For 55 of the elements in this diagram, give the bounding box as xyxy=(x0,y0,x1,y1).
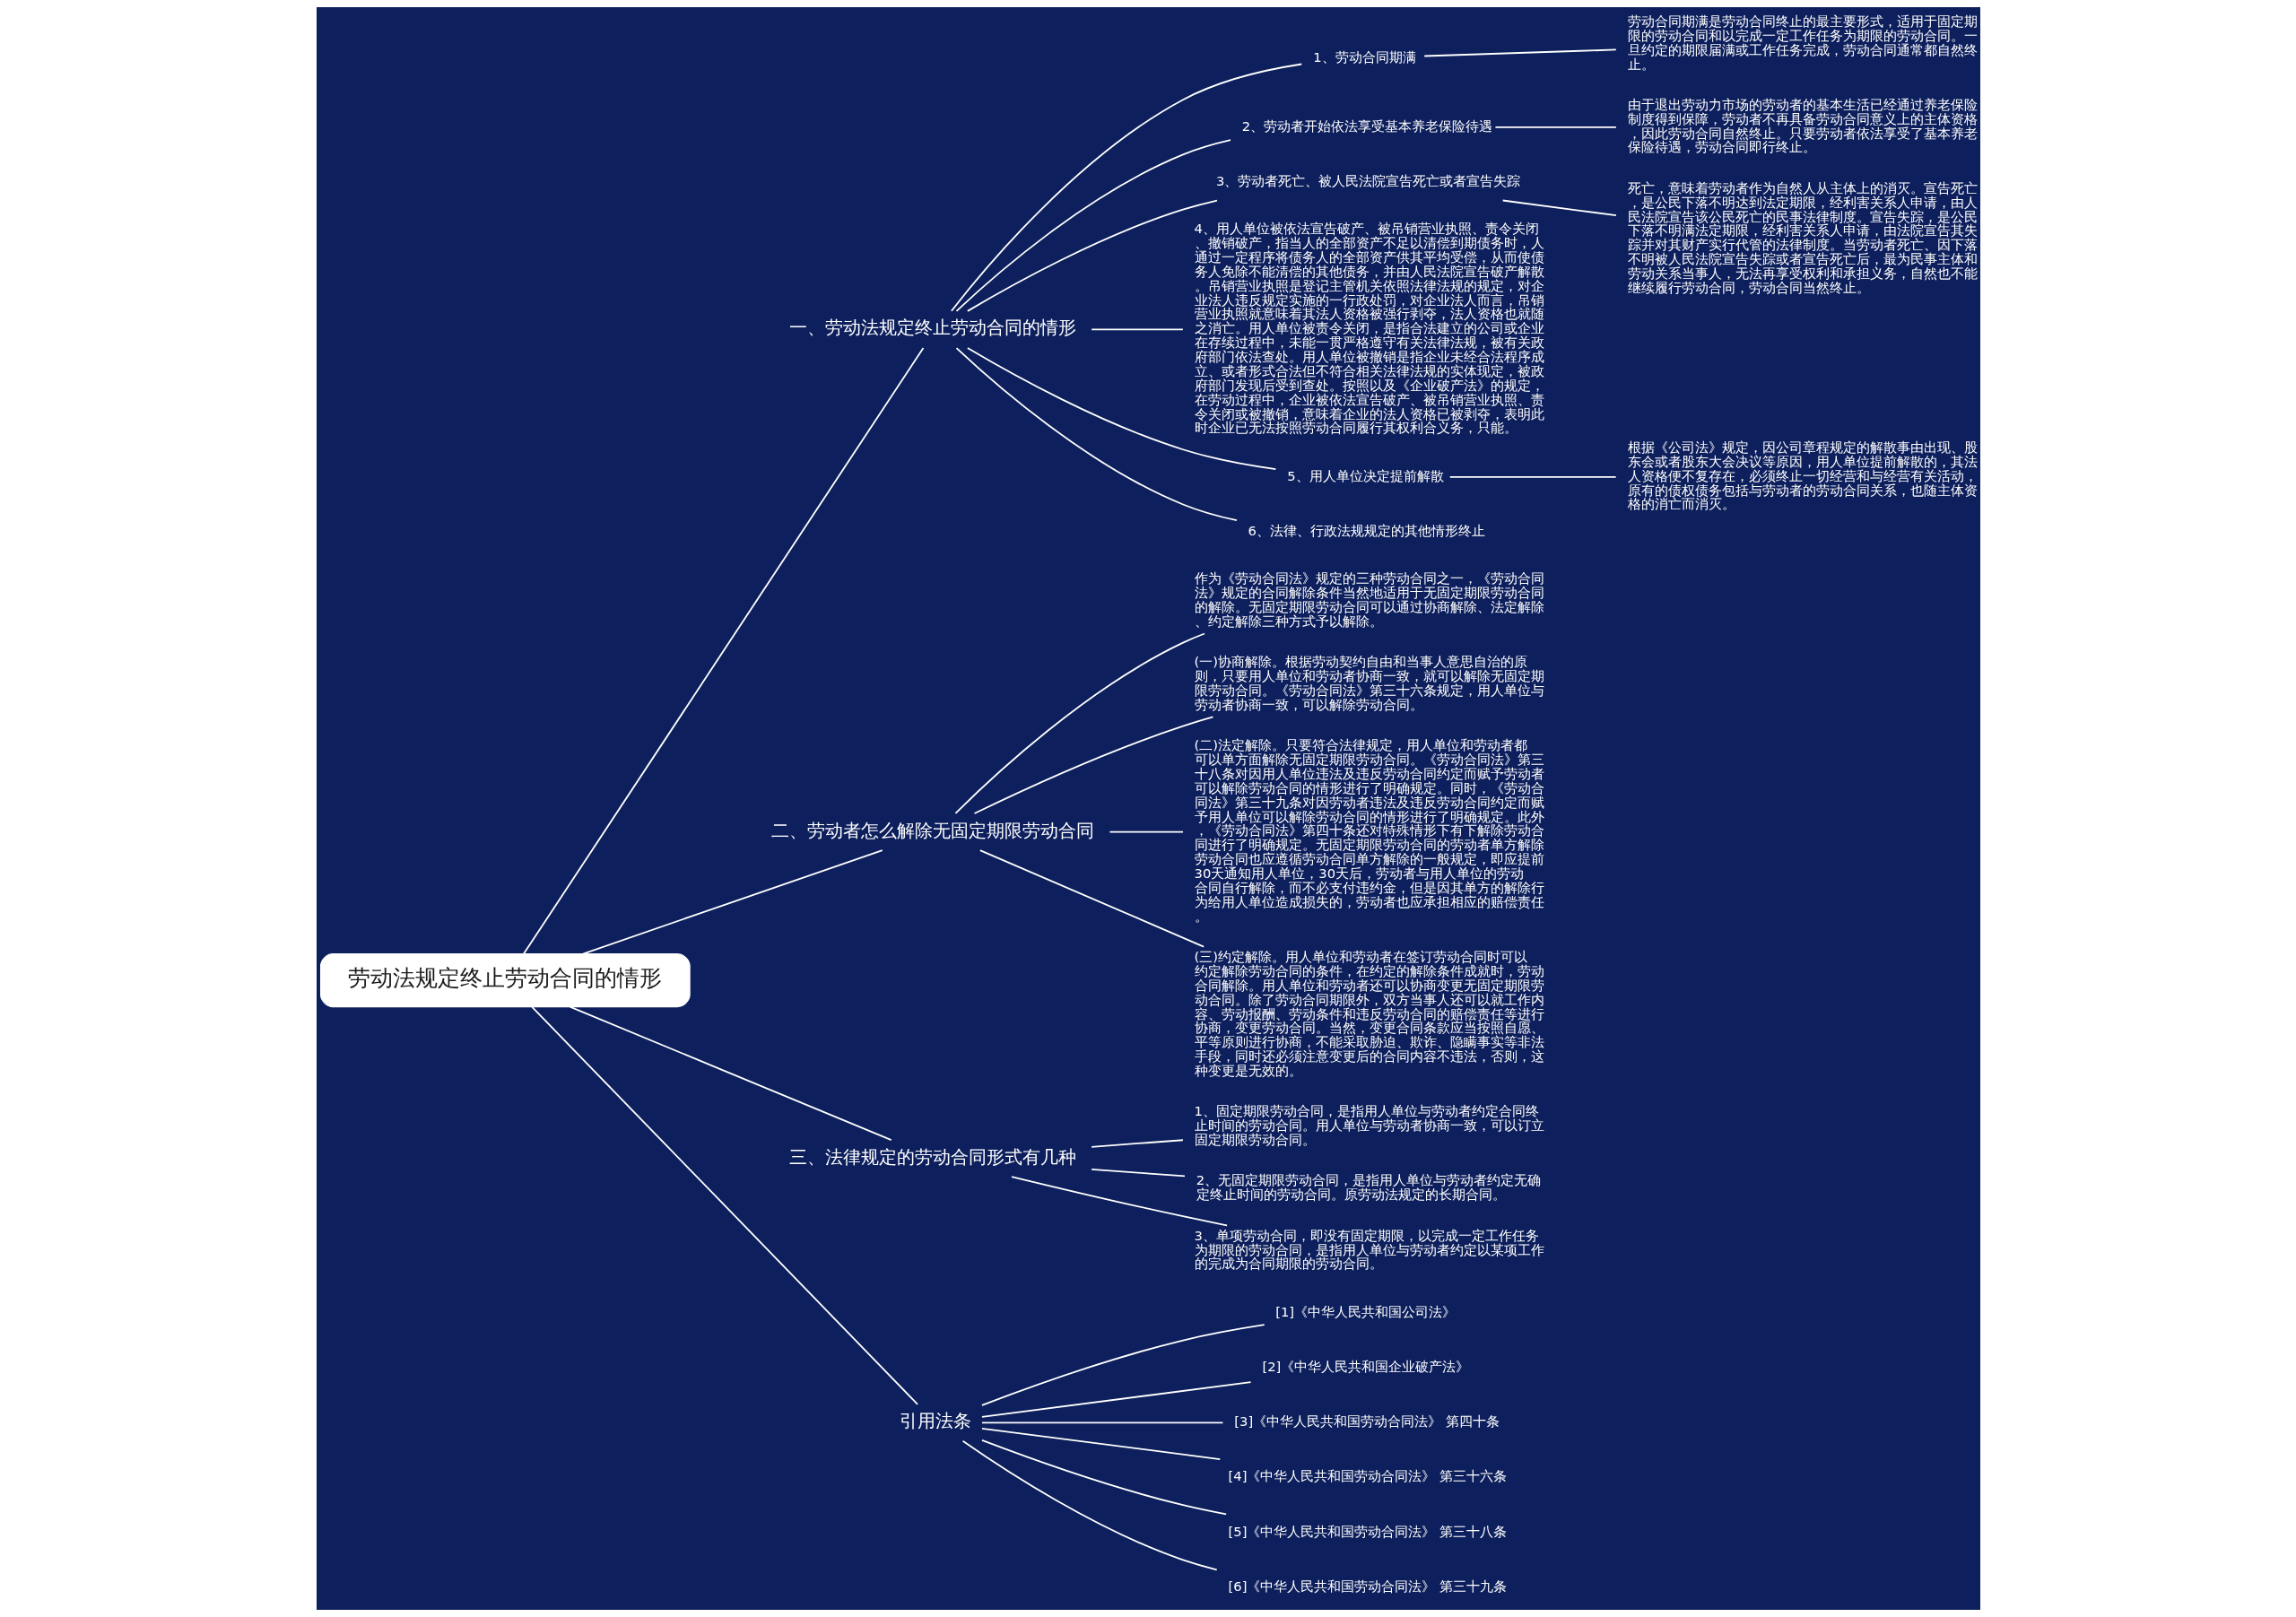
connector xyxy=(581,849,883,955)
node-text: 4、用人单位被依法宣告破产、被吊销营业执照、责令关闭、撤销破产，指当人的全部资产不足以清偿到期债务时，人通过一定程序将债务人的全部资产供其平均受偿，从而使债务人免除不能清偿的其他债务，并由人民法院宣告破产解散。吊销营业执照是登记主管机关依照法律法规的规定，对企业法人违反规定实施的一行政处罚，对企业法人而言，吊销营业执照就意味着其法人资格被强行剥夺，法人资格也就随之消亡。用人单位被责令关闭，是指合法建立的公司或企业在存续过程中，未能一贯严格遵守有关法律法规，被有关政府部门依法查处。用人单位被撤销是指企业未经合法程序成立、或者形式合法但不符合相关法律法规的实体现定，被政府部门发现后受到查处。按照以及《企业破产法》的规定，在劳动过程中，企业被依法宣告破产、被吊销营业执照、责令关闭或被撤销，意味着企业的法人资格已被剥夺，表明此时企业已无法按照劳动合同履行其权利合义务，只能。 xyxy=(1194,221,1544,436)
connector xyxy=(950,63,1302,312)
connector xyxy=(955,347,1238,522)
node-text: 3、单项劳动合同，即没有固定期限，以完成一定工作任务为期限的劳动合同，是指用人单位与劳动者约定以某项工作的完成为合同期限的劳动合同。 xyxy=(1194,1227,1544,1272)
node-text: [2]《中华人民共和国企业破产法》 xyxy=(1261,1358,1469,1374)
connector xyxy=(980,1439,1227,1516)
connector xyxy=(569,1005,892,1142)
connector xyxy=(978,849,1205,948)
node-text: 2、无固定期限劳动合同，是指用人单位与劳动者约定无确定终止时间的劳动合同。原劳动法规定的长期合同。 xyxy=(1196,1172,1541,1203)
connector xyxy=(980,1324,1265,1406)
connector xyxy=(1494,126,1617,128)
node-text: (二)法定解除。只要符合法律规定，用人单位和劳动者都可以单方面解除无固定期限劳动合同。《劳动合同法》第三十八条对因用人单位违法及违反劳动合同约定而赋予劳动者可以解除劳动合同的情形进行了明确规定。同时，《劳动合同法》第三十九条对因劳动者违法及违反劳动合同约定而赋予用人单位可以解除劳动合同的情形进行了明确规定。此外，《劳动合同法》第四十条还对特殊情形下有下解除劳动合同进行了明确规定。无固定期限劳动合同的劳动者单方解除劳动合同也应遵循劳动合同单方解除的一般规定，即应提前30天通知用人单位，30天后，劳动者与用人单位的劳动合同自行解除，而不必支付违约金，但是因其单方的解除行为给用人单位造成损失的，劳动者也应承担相应的赔偿责任。 xyxy=(1194,737,1544,924)
node-text: 三、法律规定的劳动合同形式有几种 xyxy=(788,1145,1076,1168)
connector xyxy=(954,632,1205,814)
node-text: 6、法律、行政法规规定的其他情形终止 xyxy=(1248,522,1485,538)
connector xyxy=(980,1427,1221,1460)
node-text: 死亡，意味着劳动者作为自然人从主体上的消灭。宣告死亡，是公民下落不明达到法定期限，经利害关系人申请，由人民法院宣告该公民死亡的民事法律制度。宣告失踪，是公民下落不明满法定期限，经利害关系人申请，由法院宣告其失踪并对其财产实行代管的法律制度。当劳动者死亡、因下落不明被人民法院宣告失踪或者宣告死亡后，最为民事主体和劳动关系当事人，无法再享受权利和承担义务，自然也不能继续履行劳动合同，劳动合同当然终止。 xyxy=(1627,179,1978,295)
node-text: [4]《中华人民共和国劳动合同法》 第三十六条 xyxy=(1228,1468,1507,1484)
node-text: 二、劳动者怎么解除无固定期限劳动合同 xyxy=(770,819,1094,841)
node-text: 由于退出劳动力市场的劳动者的基本生活已经通过养老保险制度得到保障，劳动者不再具备劳动合同意义上的主体资格，因此劳动合同自然终止。只要劳动者依法享受了基本养老保险待遇，劳动合同即行终止。 xyxy=(1627,96,1978,155)
node-text: 1、固定期限劳动合同，是指用人单位与劳动者约定合同终止时间的劳动合同。用人单位与劳动者协商一致，可以订立固定期限劳动合同。 xyxy=(1194,1103,1544,1148)
connector xyxy=(530,1005,918,1405)
connector xyxy=(1501,199,1617,217)
connector xyxy=(522,347,924,955)
node-text: 劳动合同期满是劳动合同终止的最主要形式，适用于固定期限的劳动合同和以完成一定工作任务为期限的劳动合同。一旦约定的期限届满或工作任务完成，劳动合同通常都自然终止。 xyxy=(1627,13,1978,72)
connector xyxy=(980,1421,1223,1424)
connector xyxy=(1010,1176,1228,1227)
connector xyxy=(966,347,1276,470)
connector xyxy=(966,199,1218,312)
connector xyxy=(1090,1169,1186,1178)
node-text: 一、劳动法规定终止劳动合同的情形 xyxy=(788,317,1076,339)
node-box: 劳动法规定终止劳动合同的情形 xyxy=(319,953,691,1008)
node-text: [3]《中华人民共和国劳动合同法》 第四十条 xyxy=(1233,1413,1500,1430)
node-text: 1、劳动合同期满 xyxy=(1312,48,1416,65)
node-text: (一)协商解除。根据劳动契约自由和当事人意思自治的原则，只要用人单位和劳动者协商一致，就可以解除无固定期限劳动合同。《劳动合同法》第三十六条规定，用人单位与劳动者协商一致，可以解除劳动合同。 xyxy=(1194,654,1544,712)
node-text: 引用法条 xyxy=(899,1410,971,1432)
node-text: 3、劳动者死亡、被人民法院宣告死亡或者宣告失踪 xyxy=(1215,172,1520,188)
node-text: [1]《中华人民共和国公司法》 xyxy=(1274,1303,1456,1319)
connector xyxy=(1422,48,1617,57)
node-text: (三)约定解除。用人单位和劳动者在签订劳动合同时可以约定解除劳动合同的条件，在约定的解除条件成就时，劳动合同解除。用人单位和劳动者还可以协商变更无固定期限劳动合同。除了劳动合同期限外，双方当事人还可以就工作内容、劳动报酬、劳动条件和违反劳动合同的赔偿责任等进行协商，变更劳动合同。当然，变更合同条款应当按照自愿、平等原则进行协商，不能采取胁迫、欺诈、隐瞒事实等非法手段，同时还必须注意变更后的合同内容不违法，否则，这种变更是无效的。 xyxy=(1194,949,1544,1079)
connector xyxy=(955,139,1231,312)
node-text: [6]《中华人民共和国劳动合同法》 第三十九条 xyxy=(1228,1578,1507,1594)
node-text: 根据《公司法》规定，因公司章程规定的解散事由出现、股东会或者股东大会决议等原因，用人单位提前解散的，其法人资格便不复存在，必须终止一切经营和与经营有关活动，原有的债权债务包括与劳动者的劳动合同关系，也随主体资格的消亡而消灭。 xyxy=(1627,439,1978,512)
node-text: 5、用人单位决定提前解散 xyxy=(1286,467,1444,483)
connector xyxy=(1448,475,1617,478)
connector xyxy=(1090,328,1184,331)
node-text: 作为《劳动合同法》规定的三种劳动合同之一，《劳动合同法》规定的合同解除条件当然地适用于无固定期限劳动合同的解除。无固定期限劳动合同可以通过协商解除、法定解除、约定解除三种方式予以解除。 xyxy=(1194,570,1544,629)
connector xyxy=(961,1439,1218,1571)
connector xyxy=(1109,830,1184,833)
connector xyxy=(973,716,1213,814)
connector xyxy=(980,1381,1251,1418)
node-text: 2、劳动者开始依法享受基本养老保险待遇 xyxy=(1241,117,1492,134)
connector xyxy=(1090,1139,1184,1148)
node-text: [5]《中华人民共和国劳动合同法》 第三十八条 xyxy=(1228,1523,1507,1539)
